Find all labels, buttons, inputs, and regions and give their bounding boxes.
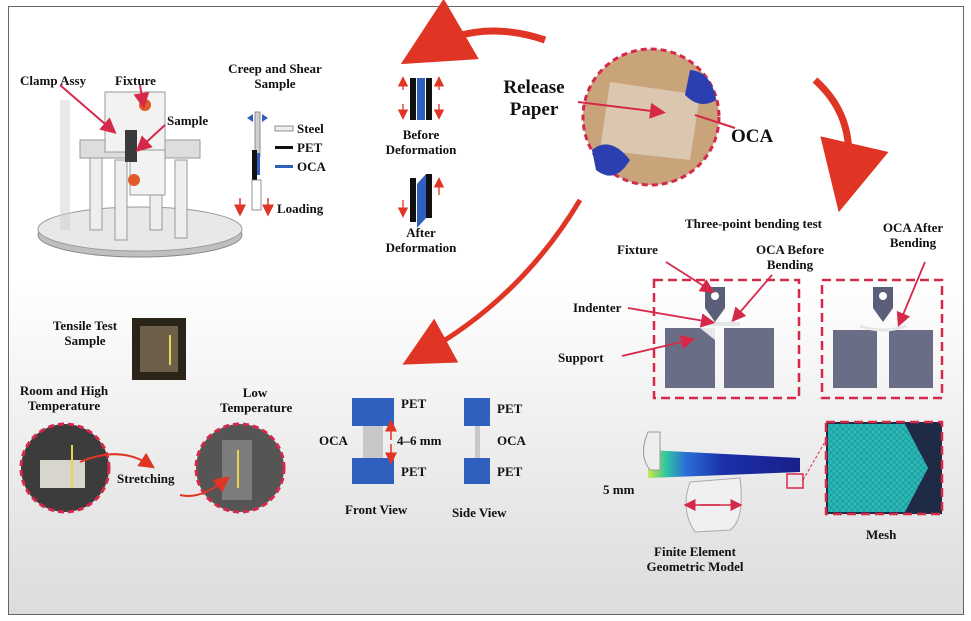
side-view-specimen [464, 398, 490, 484]
legend-pet: PET [297, 140, 323, 155]
front-view-specimen [352, 398, 397, 484]
bending-after-box [820, 261, 944, 400]
stretching-arrow-left [79, 452, 155, 469]
sample-label: Sample [167, 113, 209, 128]
mesh-box [824, 420, 944, 516]
fem-model [643, 431, 827, 533]
thickness-label: 5 mm [603, 482, 635, 497]
legend-steel: Steel [297, 121, 324, 136]
oca-label: OCA [731, 126, 774, 147]
bending-before-box [621, 261, 801, 400]
creep-sample-sketch [234, 111, 294, 217]
arrow-oca-to-bending [812, 77, 889, 213]
front-pet-top-label: PET [401, 396, 427, 411]
side-view-label: Side View [452, 505, 507, 520]
room-temp-photo [19, 422, 111, 514]
clamp-fixture-apparatus [37, 84, 243, 258]
mesh-label: Mesh [866, 527, 897, 542]
loading-label: Loading [277, 201, 324, 216]
arrow-oca-to-views [402, 198, 583, 365]
side-oca-label: OCA [497, 433, 526, 448]
side-pet-bottom-label: PET [497, 464, 523, 479]
legend-oca: OCA [297, 159, 326, 174]
low-temp-photo [194, 422, 286, 514]
oca-photo [577, 47, 736, 187]
arrow-oca-to-creep [400, 0, 547, 65]
deformation-sketches [397, 76, 445, 228]
fixture-label: Fixture [115, 73, 156, 88]
side-pet-top-label: PET [497, 401, 523, 416]
stretching-label: Stretching [117, 471, 175, 486]
front-oca-label: OCA [319, 433, 348, 448]
bending-title: Three-point bending test [685, 216, 822, 231]
front-pet-bottom-label: PET [401, 464, 427, 479]
bending-fixture-label: Fixture [617, 242, 658, 257]
tensile-sample-photo [132, 318, 186, 380]
dimension-label: 4–6 mm [397, 433, 442, 448]
stretching-arrow-right [179, 476, 230, 497]
indenter-label: Indenter [573, 300, 622, 315]
clamp-assy-label: Clamp Assy [20, 73, 87, 88]
support-label: Support [558, 350, 604, 365]
front-view-label: Front View [345, 502, 408, 517]
